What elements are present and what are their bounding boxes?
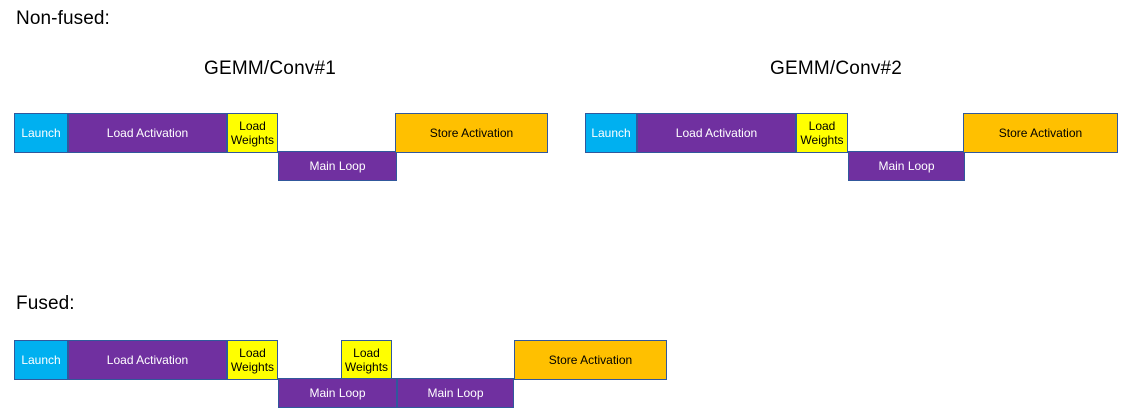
bar-main-loop-g1-3: Main Loop: [278, 151, 397, 181]
section-label-non-fused: Non-fused:: [16, 8, 110, 29]
group-title-gemm-conv-1: GEMM/Conv#1: [204, 58, 337, 79]
section-label-fused: Fused:: [16, 293, 75, 314]
bar-load-weights-g1-2: Load Weights: [227, 113, 278, 153]
bar-store-activation-g2-4: Store Activation: [963, 113, 1118, 153]
bar-load-activation-g2-1: Load Activation: [637, 113, 796, 153]
bar-main-loop-fused-5: Main Loop: [397, 378, 514, 408]
bar-main-loop-fused-4: Main Loop: [278, 378, 397, 408]
bar-launch-g1-0: Launch: [14, 113, 68, 153]
bar-load-weights-fused-3: Load Weights: [341, 340, 392, 380]
bar-store-activation-g1-4: Store Activation: [395, 113, 548, 153]
group-title-gemm-conv-2: GEMM/Conv#2: [770, 58, 903, 79]
bar-main-loop-g2-3: Main Loop: [848, 151, 965, 181]
bar-launch-fused-0: Launch: [14, 340, 68, 380]
bar-load-weights-g2-2: Load Weights: [796, 113, 848, 153]
bar-load-activation-g1-1: Load Activation: [68, 113, 227, 153]
bar-load-activation-fused-1: Load Activation: [68, 340, 227, 380]
bar-launch-g2-0: Launch: [585, 113, 637, 153]
bar-load-weights-fused-2: Load Weights: [227, 340, 278, 380]
bar-store-activation-fused-6: Store Activation: [514, 340, 667, 380]
